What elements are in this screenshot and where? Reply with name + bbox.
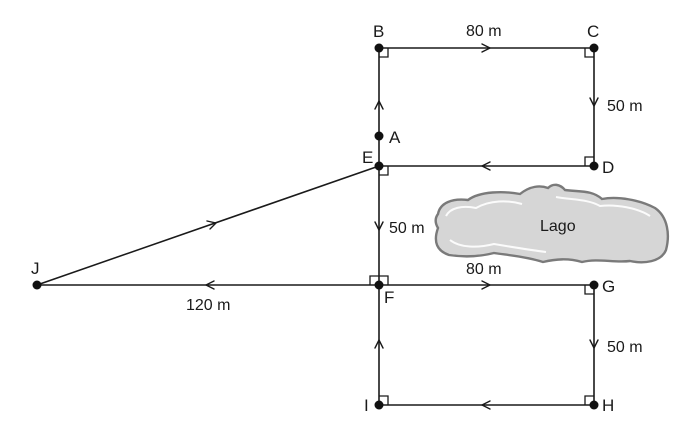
point-D xyxy=(589,161,599,171)
right-angle-D xyxy=(584,156,594,166)
label-F: F xyxy=(384,288,394,307)
segments xyxy=(36,47,595,406)
right-angle-H xyxy=(584,395,594,405)
point-F xyxy=(374,280,384,290)
arrow-up-icon xyxy=(374,100,384,110)
direction-arrows xyxy=(205,43,599,410)
point-G xyxy=(589,280,599,290)
arrow-down-icon xyxy=(374,221,384,231)
length-GH: 50 m xyxy=(607,339,643,356)
right-angle-B xyxy=(379,48,389,58)
arrow-up-icon xyxy=(374,339,384,349)
point-E xyxy=(374,161,384,171)
length-CD: 50 m xyxy=(607,98,643,115)
length-BC: 80 m xyxy=(466,23,502,40)
point-J xyxy=(32,280,42,290)
lake: Lago xyxy=(434,183,669,264)
segment-JE xyxy=(36,165,380,286)
point-A xyxy=(374,131,384,141)
label-D: D xyxy=(602,158,614,177)
point-B xyxy=(374,43,384,53)
right-angle-E xyxy=(379,166,389,176)
right-angle-C xyxy=(584,48,594,58)
length-labels: 80 m 50 m 50 m 80 m 50 m 120 m xyxy=(186,23,643,356)
point-H xyxy=(589,400,599,410)
arrow-down-icon xyxy=(589,339,599,349)
arrow-right-icon xyxy=(481,43,491,53)
point-I xyxy=(374,400,384,410)
right-angle-F-left xyxy=(369,275,379,285)
label-G: G xyxy=(602,277,615,296)
label-I: I xyxy=(364,396,369,415)
arrow-right-icon xyxy=(206,220,217,230)
length-EF: 50 m xyxy=(389,220,425,237)
arrow-down-icon xyxy=(589,97,599,107)
lake-shore-highlight xyxy=(445,196,651,253)
label-J: J xyxy=(31,259,40,278)
label-A: A xyxy=(389,128,401,147)
lake-label: Lago xyxy=(540,218,576,235)
label-B: B xyxy=(373,22,384,41)
label-C: C xyxy=(587,22,599,41)
point-labels: B C A E D J F G I H xyxy=(31,22,615,415)
arrow-left-icon xyxy=(205,280,215,290)
label-E: E xyxy=(362,148,373,167)
lake-shape xyxy=(434,183,669,264)
points xyxy=(32,43,599,410)
length-FG: 80 m xyxy=(466,261,502,278)
right-angle-markers xyxy=(369,48,594,405)
label-H: H xyxy=(602,396,614,415)
right-angle-I xyxy=(379,395,389,405)
arrow-left-icon xyxy=(481,161,491,171)
arrow-right-icon xyxy=(481,280,491,290)
right-angle-G xyxy=(584,285,594,295)
arrow-left-icon xyxy=(481,400,491,410)
length-JF: 120 m xyxy=(186,297,230,314)
point-C xyxy=(589,43,599,53)
right-angle-F-right xyxy=(379,275,389,285)
